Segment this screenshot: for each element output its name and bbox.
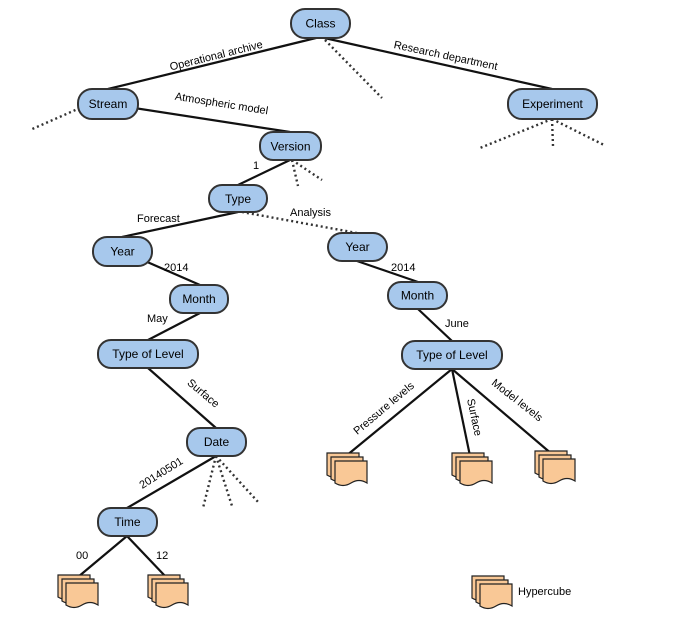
svg-text:Type: Type (225, 192, 251, 206)
node-type-of-level-forecast[interactable]: Type of Level (97, 339, 199, 369)
elided-branch-date-b (214, 455, 234, 507)
node-type[interactable]: Type (208, 184, 268, 213)
edge-label-time-00: 00 (76, 550, 88, 562)
svg-text:Experiment: Experiment (522, 97, 583, 111)
elided-branch-experiment-mid (550, 118, 555, 147)
edge-level-model (451, 368, 554, 456)
hypercube-icon-model-levels[interactable] (534, 450, 576, 485)
nodes: Class Stream Experiment Version Type Yea… (77, 8, 598, 537)
edge-time-00 (77, 535, 128, 578)
node-stream[interactable]: Stream (77, 88, 139, 120)
node-class[interactable]: Class (290, 8, 351, 39)
edge-label-model-levels: Model levels (489, 377, 545, 424)
svg-text:Year: Year (345, 240, 369, 254)
node-time[interactable]: Time (97, 507, 158, 537)
svg-text:Month: Month (401, 289, 434, 303)
edge-label-surface-analysis: Surface (464, 398, 484, 438)
legend-hypercube-label: Hypercube (518, 586, 571, 598)
edge-date-time (126, 455, 217, 509)
svg-text:Type of Level: Type of Level (112, 347, 183, 361)
edge-level-pressure (345, 368, 453, 457)
edge-label-year-2014-forecast: 2014 (164, 262, 188, 274)
hypercube-icon-time-12[interactable] (147, 574, 189, 609)
edge-year-month-analysis (356, 259, 419, 284)
elided-branch-date-c (215, 455, 260, 504)
edge-label-analysis: Analysis (290, 207, 331, 219)
edge-class-experiment (319, 35, 553, 91)
svg-text:Version: Version (270, 140, 310, 154)
svg-text:Date: Date (204, 435, 230, 449)
elided-branch-class (324, 39, 383, 99)
svg-text:Year: Year (110, 245, 134, 259)
legend: Hypercube (471, 575, 571, 610)
node-month-analysis[interactable]: Month (387, 281, 448, 310)
node-version[interactable]: Version (259, 131, 322, 161)
elided-branch-stream (29, 106, 81, 132)
edge-label-operational-archive: Operational archive (169, 39, 264, 74)
edge-class-stream (107, 35, 321, 91)
edge-level-date (147, 367, 217, 429)
elided-branch-date-a (201, 455, 218, 509)
edge-label-atmospheric-model: Atmospheric model (174, 91, 269, 118)
hypercube-icon-time-00[interactable] (57, 574, 99, 609)
edge-month-level-forecast (147, 312, 201, 341)
edge-version-type (237, 159, 291, 186)
edge-label-may: May (147, 313, 168, 325)
edge-month-level-analysis (417, 308, 453, 342)
edge-label-pressure-levels: Pressure levels (351, 380, 417, 438)
edge-type-year-forecast (121, 210, 239, 239)
node-year-analysis[interactable]: Year (327, 232, 388, 262)
edge-label-time-12: 12 (156, 550, 168, 562)
node-experiment[interactable]: Experiment (507, 88, 598, 120)
edge-label-year-2014-analysis: 2014 (391, 262, 415, 274)
elided-branch-version-b (291, 159, 323, 181)
legend-hypercube-icon (471, 575, 513, 610)
node-year-forecast[interactable]: Year (92, 236, 153, 267)
elided-branch-experiment-left (479, 117, 553, 150)
edge-label-june: June (445, 318, 469, 330)
svg-text:Type of Level: Type of Level (416, 348, 487, 362)
node-type-of-level-analysis[interactable]: Type of Level (401, 340, 503, 370)
edge-time-12 (126, 535, 167, 578)
edge-label-20140501: 20140501 (137, 455, 185, 491)
edge-level-surface (450, 368, 472, 457)
edge-label-version-1: 1 (253, 160, 259, 172)
edge-label-forecast: Forecast (137, 213, 180, 225)
svg-text:Class: Class (305, 17, 335, 31)
hypercube-icon-pressure-levels[interactable] (326, 452, 368, 487)
elided-branch-experiment-right (551, 117, 605, 147)
svg-text:Time: Time (114, 515, 141, 529)
node-month-forecast[interactable]: Month (169, 284, 229, 314)
hypercube-icon-surface-analysis[interactable] (451, 452, 493, 487)
svg-text:Month: Month (182, 292, 215, 306)
node-date[interactable]: Date (186, 427, 247, 457)
svg-text:Stream: Stream (89, 97, 128, 111)
